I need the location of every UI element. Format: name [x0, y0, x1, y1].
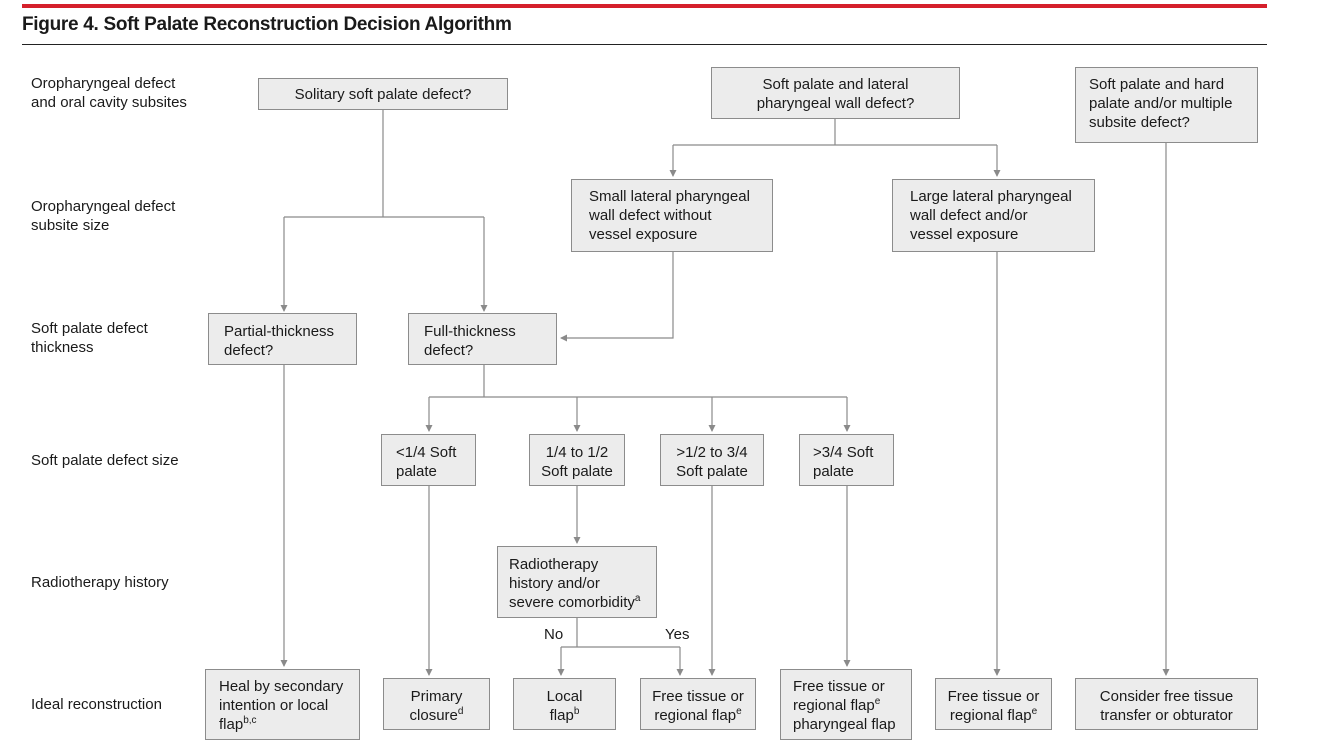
footnote-e-2: e — [874, 696, 881, 707]
row-label-defect-size: Soft palate defect size — [31, 452, 179, 469]
edge-radio-split — [561, 618, 680, 648]
node-size-half-to-threequarter: >1/2 to 3/4 Soft palate — [660, 434, 764, 486]
accent-bar — [22, 4, 1267, 8]
node-small-lateral-wall: Small lateral pharyngeal wall defect wit… — [571, 179, 773, 252]
node-hard-palate-defect: Soft palate and hard palate and/or multi… — [1075, 67, 1258, 143]
edge-lateral-split — [673, 119, 997, 146]
node-partial-thickness: Partial-thickness defect? — [208, 313, 357, 365]
footnote-e-3: e — [1031, 706, 1038, 717]
footnote-bc: b,c — [243, 715, 257, 726]
figure-title: Figure 4. Soft Palate Reconstruction Dec… — [22, 14, 512, 35]
node-large-lateral-wall: Large lateral pharyngeal wall defect and… — [892, 179, 1095, 252]
node-primary-closure: Primary closured — [383, 678, 490, 730]
answer-no: No — [544, 626, 564, 643]
node-lateral-wall-defect: Soft palate and lateral pharyngeal wall … — [711, 67, 960, 119]
edge-solitary-split — [284, 110, 484, 218]
row-label-subsite-size: Oropharyngeal defect subsite size — [31, 198, 176, 234]
node-local-flap: Local flapb — [513, 678, 616, 730]
row-label-subsites: Oropharyngeal defect and oral cavity sub… — [31, 75, 187, 111]
answer-yes: Yes — [665, 626, 690, 643]
node-free-tissue-lateral: Free tissue or regional flape — [935, 678, 1052, 730]
row-label-radiotherapy: Radiotherapy history — [31, 574, 169, 591]
footnote-d: d — [457, 706, 464, 717]
edge-full-split — [429, 365, 847, 398]
node-full-thickness: Full-thickness defect? — [408, 313, 557, 365]
node-size-quarter-to-half: 1/4 to 1/2 Soft palate — [529, 434, 625, 486]
node-size-under-quarter: <1/4 Soft palate — [381, 434, 476, 486]
node-radiotherapy-history: Radiotherapy history and/or severe comor… — [497, 546, 657, 618]
node-free-tissue-pharyngeal: Free tissue or regional flape pharyngeal… — [780, 669, 912, 740]
node-size-over-threequarter: >3/4 Soft palate — [799, 434, 894, 486]
footnote-e: e — [736, 706, 742, 717]
node-heal-secondary: Heal by secondary intention or local fla… — [205, 669, 360, 740]
node-free-tissue-regional: Free tissue or regional flape — [640, 678, 756, 730]
title-rule — [22, 44, 1267, 45]
edge-small-to-full — [560, 252, 674, 342]
row-label-reconstruction: Ideal reconstruction — [31, 696, 162, 713]
node-consider-free-tissue: Consider free tissue transfer or obturat… — [1075, 678, 1258, 730]
row-label-thickness: Soft palate defect thickness — [31, 320, 148, 356]
footnote-a: a — [634, 593, 641, 604]
node-solitary-defect: Solitary soft palate defect? — [258, 78, 508, 110]
footnote-b: b — [573, 706, 580, 717]
